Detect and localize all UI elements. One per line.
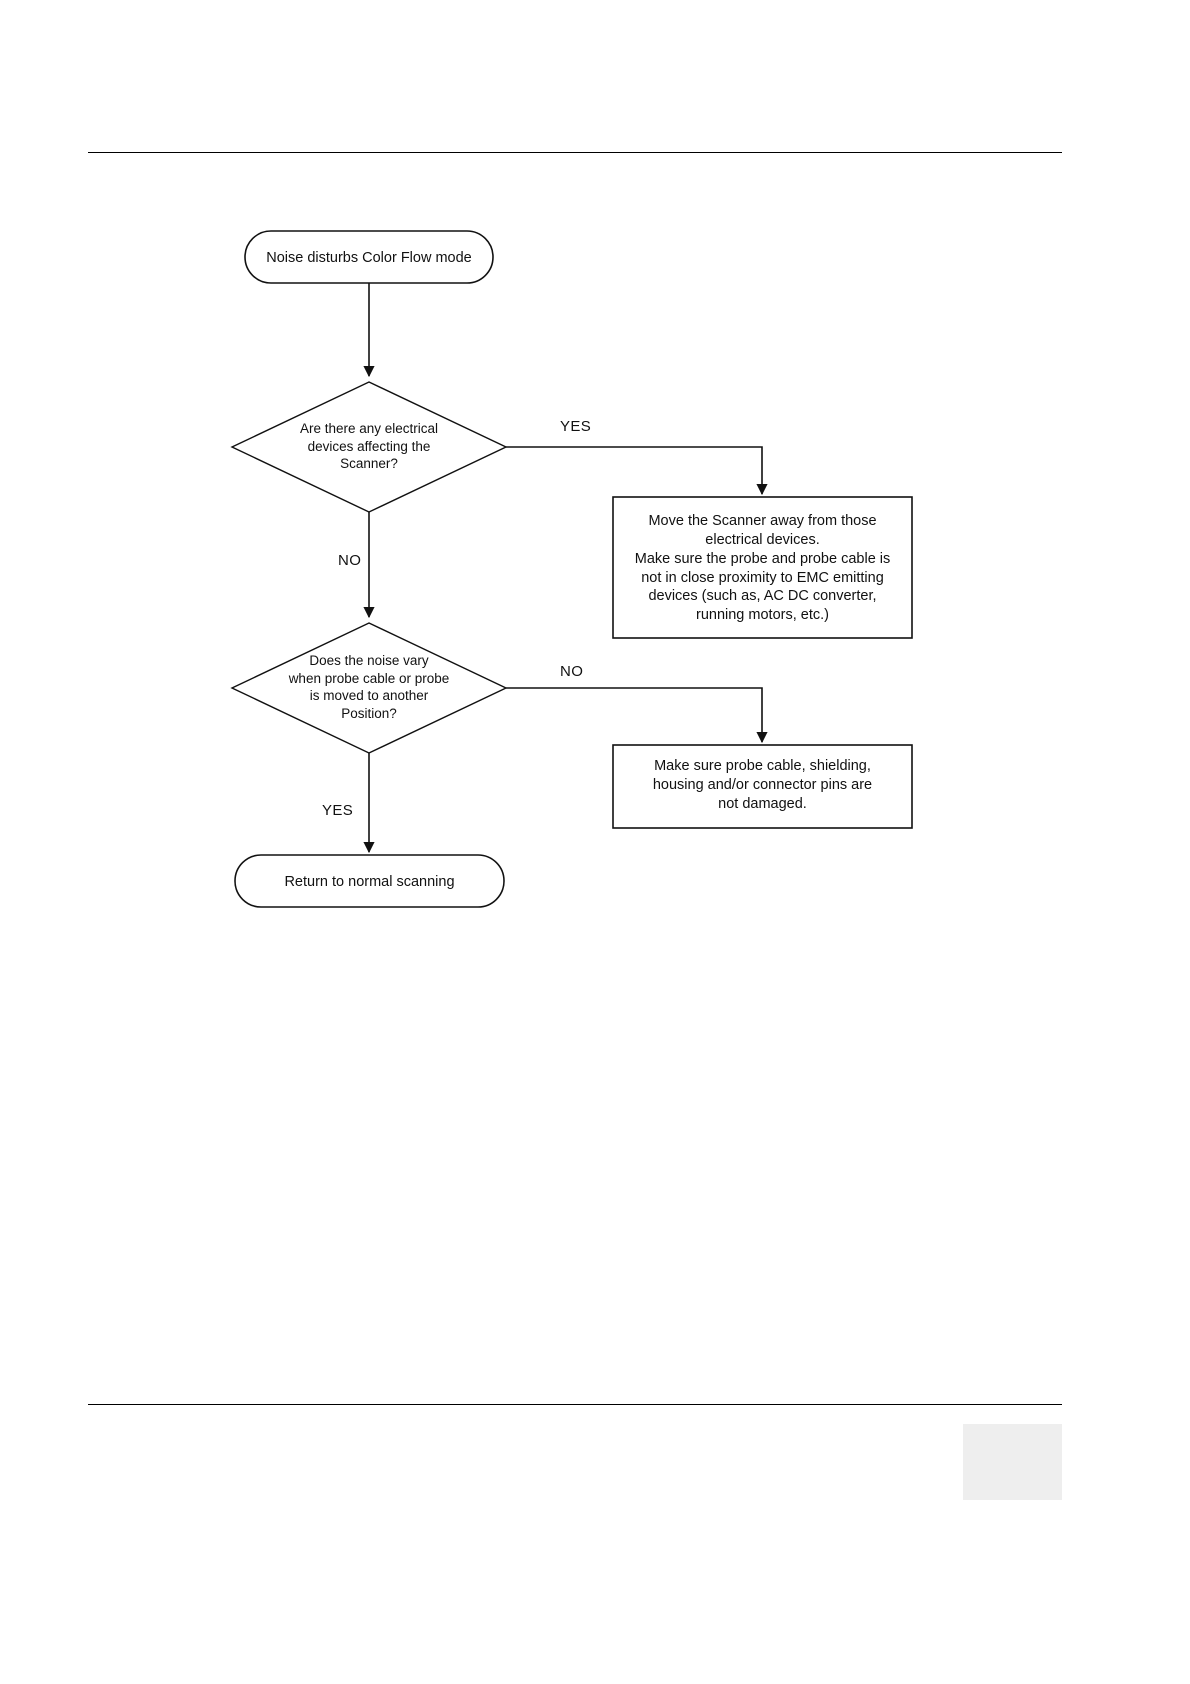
node-decision1-shape xyxy=(230,381,508,513)
flowchart-svg xyxy=(230,230,913,908)
node-action2-shape xyxy=(612,744,913,829)
node-action1-shape xyxy=(612,496,913,639)
edge-label-yes-top: YES xyxy=(560,418,592,435)
edge-label-yes-bottom: YES xyxy=(322,802,354,819)
edge-label-no-left: NO xyxy=(338,552,362,569)
edge-decision1-yes-to-action1 xyxy=(506,446,768,496)
node-end-shape xyxy=(234,854,505,908)
edge-decision2-no-to-action2 xyxy=(506,687,768,744)
footer-block xyxy=(963,1424,1062,1500)
page-bottom-rule xyxy=(88,1404,1062,1405)
node-decision2-shape xyxy=(230,622,508,754)
page-top-rule xyxy=(88,152,1062,153)
edge-label-no-mid: NO xyxy=(560,663,584,680)
flowchart-diagram: Noise disturbs Color Flow mode Are there… xyxy=(230,230,913,908)
node-start-shape xyxy=(244,230,494,284)
